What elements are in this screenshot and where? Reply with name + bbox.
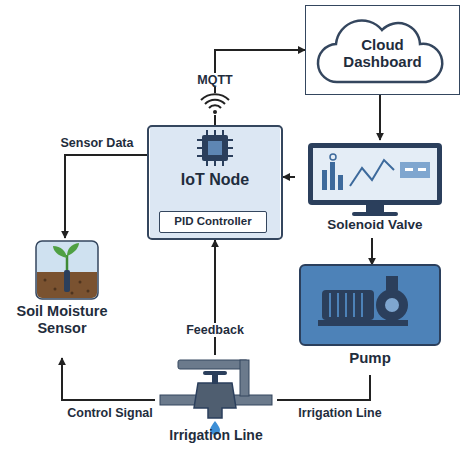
- connector-arrow: [65, 155, 147, 238]
- edge-label: Irrigation Line: [295, 406, 384, 420]
- connector-arrow: [283, 176, 295, 178]
- edge-label: Feedback: [183, 323, 247, 337]
- edge-label: Control Signal: [64, 406, 155, 420]
- process-box: IoT NodePID Controller: [147, 125, 283, 240]
- edge-label: MQTT: [194, 73, 235, 87]
- pump-icon: [300, 265, 440, 345]
- node-label: IoT Node: [149, 171, 281, 189]
- connector-arrow: [371, 238, 373, 265]
- faucet-icon: [160, 360, 272, 435]
- controller-box: PID Controller: [159, 211, 267, 233]
- edge-label: Sensor Data: [58, 136, 137, 150]
- node-label: Soil Moisture Sensor: [0, 303, 125, 336]
- valve-node: Solenoid Valve: [295, 140, 455, 238]
- faucet-node: Irrigation Line: [155, 355, 277, 447]
- cloud-node: Cloud Dashboard: [305, 5, 460, 95]
- node-label: Irrigation Line: [155, 427, 277, 443]
- connector-arrow: [379, 95, 381, 140]
- iot-node-fill: [150, 125, 280, 240]
- node-label: Solenoid Valve: [295, 217, 455, 233]
- node-label: Cloud Dashboard: [328, 36, 438, 71]
- connector-arrow: [62, 358, 155, 400]
- node-label: Pump: [295, 349, 445, 366]
- wifi-icon: [201, 93, 229, 115]
- soil-sensor-icon: [36, 241, 98, 299]
- sensor-node: Soil Moisture Sensor: [0, 238, 125, 358]
- monitor-icon: [308, 143, 442, 216]
- cloud-shape: [318, 20, 442, 82]
- connector-arrow: [215, 50, 305, 125]
- node-label: PID Controller: [160, 215, 266, 228]
- connector-arrow: [214, 240, 216, 355]
- pump-node: Pump: [295, 265, 445, 375]
- chip-icon: [197, 130, 233, 166]
- connector-arrow: [277, 375, 370, 400]
